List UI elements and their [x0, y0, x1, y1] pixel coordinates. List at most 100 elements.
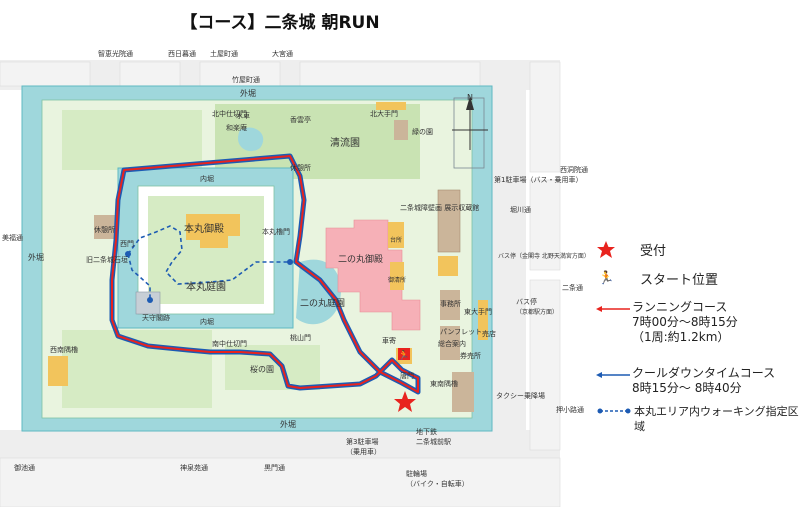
north-west-garden	[62, 110, 202, 170]
legend-walking-label: 本丸エリア内ウォーキング指定区域	[634, 405, 799, 433]
minaminaka-label: 南中仕切門	[212, 339, 247, 348]
parking-3-label: 第3駐車場	[346, 437, 378, 446]
legend-running-line-1: ランニングコース	[632, 300, 728, 314]
street-top-4: 大宮通	[272, 49, 293, 58]
sogoannai-label: 総合案内	[438, 339, 466, 348]
running-course-line	[111, 155, 419, 393]
midori-label: 緑の園	[412, 127, 433, 136]
outer-moat-north-label: 外堀	[240, 88, 256, 98]
honmaru-east-gate-label: 本丸櫓門	[262, 227, 290, 236]
start-marker	[398, 348, 410, 360]
inner-moat-north-label: 内堀	[200, 174, 214, 183]
road-south	[0, 430, 560, 458]
seiryuen-label: 清流園	[330, 136, 360, 149]
walking-area-point	[287, 259, 293, 265]
parking-1-label: 第1駐車場（バス・乗用車）	[494, 175, 582, 184]
tenshu-base	[135, 291, 161, 315]
ninomaru-palace-label: 二の丸御殿	[338, 253, 383, 265]
jimusho-label: 事務所	[440, 299, 461, 308]
higashiote-label: 東大手門	[464, 307, 492, 316]
honmaru-garden-label: 本丸庭園	[186, 280, 226, 293]
street-bottom-3: 御池通	[14, 463, 35, 472]
kyukeijo-west-label: 休憩所	[94, 225, 115, 234]
higashi-minami-yagura	[452, 372, 474, 412]
ninomaru-garden-label: 二の丸庭園	[300, 297, 345, 309]
bike-parking-label: 駐輪場	[406, 469, 427, 478]
kenbaisho-label: 券売所	[460, 351, 481, 360]
road-east	[486, 60, 526, 460]
suisha-label: 水車	[236, 111, 250, 120]
legend-running-line-3: （1周:約1.2km）	[632, 330, 730, 344]
midori-building	[394, 120, 408, 140]
honmaru-palace-label: 本丸御殿	[184, 222, 224, 235]
nishimon-label: 西門	[120, 240, 134, 248]
bus-stop-1-label: バス停（金閣寺 北野天満宮方面）	[498, 252, 590, 260]
legend-walking-dotted-icon	[597, 408, 631, 414]
kitanaka-label: 北中仕切門	[212, 109, 247, 118]
baiten-label: 売店	[482, 329, 496, 338]
kurumayose-label: 車寄	[382, 336, 396, 345]
sogoannai-building	[440, 326, 460, 360]
city-blocks	[0, 61, 561, 507]
walking-area-line	[127, 225, 290, 300]
page-title: 【コース】二条城 朝RUN	[180, 13, 380, 33]
street-top-1: 智恵光院通	[98, 49, 133, 58]
subway-label: 地下鉄	[416, 427, 437, 436]
street-right-2: 堀川通	[510, 205, 531, 214]
legend-runner-icon: 🏃	[598, 271, 615, 286]
honmaru-palace	[186, 214, 240, 248]
subway-sub-label: 二条城前駅	[416, 437, 451, 446]
runner-icon: 🏃	[398, 349, 409, 361]
street-right-3: 二条通	[562, 283, 583, 292]
street-left-1: 美福通	[2, 233, 23, 242]
street-right-4: 押小路通	[556, 405, 584, 414]
okiyoguchi-building	[390, 262, 404, 290]
sakura-label: 桜の園	[250, 364, 274, 374]
north-arrow	[452, 96, 488, 150]
ninomaru-palace	[325, 219, 421, 331]
nishi-minami-yagura-label: 西南隅櫓	[50, 345, 78, 354]
reception-star	[394, 391, 416, 412]
walking-area-point	[125, 251, 131, 257]
kitaote-label: 北大手門	[370, 109, 398, 118]
nishi-minami-yagura	[48, 356, 68, 386]
tenshu-label: 天守閣跡	[142, 313, 170, 322]
bike-parking-sub-label: （バイク・自転車）	[406, 479, 469, 488]
tenjikan-building	[437, 189, 461, 253]
taxi-label: タクシー乗降場	[496, 391, 545, 400]
karamon-label: 唐門	[400, 371, 414, 380]
waraku-label: 和楽庵	[226, 123, 247, 132]
higashiote-gate	[478, 300, 488, 340]
street-bottom-1: 神泉苑通	[180, 463, 208, 472]
seiryuen-pond	[238, 127, 264, 152]
pamphlet-label: パンフレット	[440, 328, 482, 336]
street-top-3: 土屋町通	[210, 49, 238, 58]
inner-moat-south-label: 内堀	[200, 317, 214, 326]
kyukeijo-west	[94, 215, 116, 239]
street-bottom-2: 黒門通	[264, 463, 285, 472]
legend-start-label: スタート位置	[640, 273, 719, 288]
legend-cooldown-line-2: 8時15分～ 8時40分	[632, 381, 742, 395]
legend-running-arrow-icon	[596, 306, 630, 312]
street-top-5: 竹屋町通	[232, 75, 260, 84]
momoyama-label: 桃山門	[290, 333, 311, 342]
legend-cooldown-line-1: クールダウンタイムコース	[632, 366, 776, 380]
higashi-minami-yagura-label: 東南隅櫓	[430, 379, 458, 388]
kyukeijo-label: 休憩所	[290, 163, 311, 172]
legend-running-line-2: 7時00分～8時15分	[632, 315, 738, 329]
outer-moat-south-label: 外堀	[280, 419, 296, 429]
outer-moat-west-label: 外堀	[28, 252, 44, 262]
tenjikan-label: 二条城障壁画 展示収蔵館	[400, 203, 479, 212]
kyukeijo-building	[438, 256, 458, 276]
legend-reception-label: 受付	[640, 244, 667, 259]
bus-stop-2-sub-label: （京都駅方面）	[516, 308, 558, 316]
north-label: N	[467, 93, 473, 102]
street-right-1: 西洞院通	[560, 165, 588, 174]
walking-area-point	[147, 297, 153, 303]
kouunsha-label: 香雲亭	[290, 115, 311, 124]
parking-3-sub-label: （乗用車）	[346, 447, 381, 456]
kitaote-gate	[376, 102, 406, 110]
jimusho-building	[440, 290, 460, 320]
street-top-2: 西日暮通	[168, 49, 196, 58]
legend-reception-star-icon	[597, 241, 615, 258]
